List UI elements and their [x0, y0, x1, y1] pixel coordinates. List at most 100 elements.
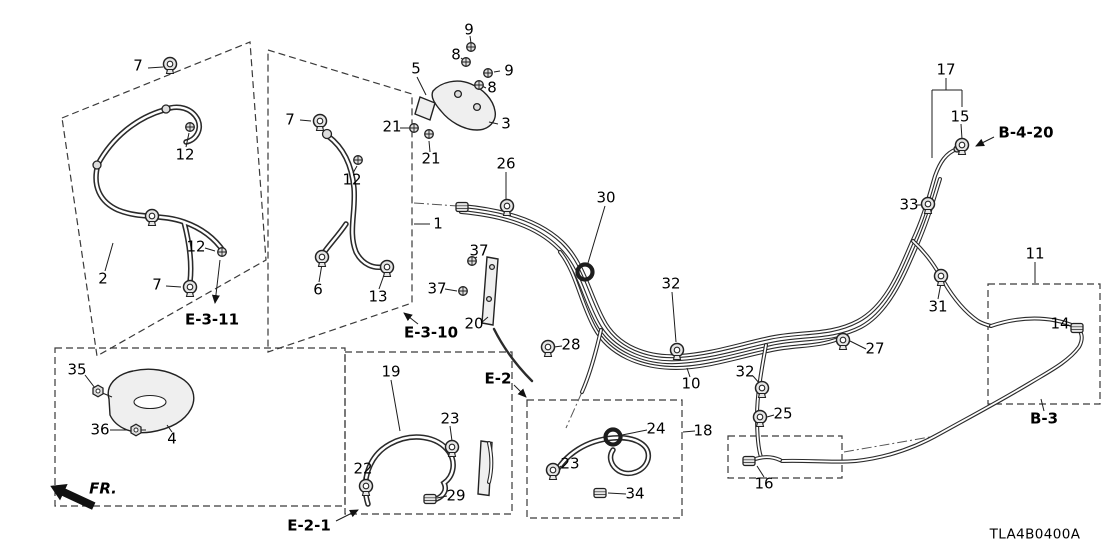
hose-2: [94, 106, 226, 284]
branch-pipe-18: [581, 329, 602, 393]
callout-4: 4: [167, 429, 177, 448]
callout-37: 37: [427, 279, 447, 298]
ref-code-e-3-11: E-3-11: [184, 310, 240, 329]
callout-8: 8: [451, 45, 461, 64]
callout-2: 2: [98, 269, 108, 288]
callout-32: 32: [735, 362, 755, 381]
fr-arrow-icon: [50, 484, 96, 510]
callout-18: 18: [693, 421, 713, 440]
ref-code-b-3: B-3: [1029, 409, 1059, 428]
nut-icon-35: [92, 384, 104, 398]
protector-4-slot: [133, 394, 167, 410]
stay-rod: [492, 327, 534, 383]
clamp-icon-27: [835, 332, 851, 351]
callout-9: 9: [464, 20, 474, 39]
dashed-box-part-18: [526, 399, 683, 519]
bolt-icon-12a: [185, 122, 195, 132]
dashed-box-part-1: [267, 49, 413, 353]
callout-37: 37: [469, 241, 489, 260]
callout-26: 26: [496, 154, 516, 173]
ref-code-b-4-20: B-4-20: [998, 123, 1054, 142]
callout-36: 36: [90, 420, 110, 439]
fuel-pipe-a: [460, 147, 959, 359]
callout-29: 29: [446, 486, 466, 505]
reference-arrows: [211, 136, 995, 522]
hose-18: [551, 436, 650, 479]
connector-icon-34: [593, 487, 607, 499]
nut-icon-36: [130, 423, 142, 437]
bracket-5-shape: [414, 96, 436, 121]
callout-22: 22: [353, 459, 373, 478]
fuel-pipe-b: [459, 177, 942, 365]
callout-30: 30: [596, 188, 616, 207]
clamp-icon-7b: [182, 279, 198, 298]
evap-pipe-11: [780, 316, 1084, 464]
bolt-icon-21a: [409, 123, 419, 133]
bracket-3-hole: [453, 89, 463, 99]
callout-21: 21: [382, 117, 402, 136]
callout-32: 32: [661, 274, 681, 293]
fuel-pipe-c: [558, 250, 840, 371]
callout-12: 12: [175, 145, 195, 164]
bolt-icon-12b: [217, 247, 227, 257]
hose-end-fitting: [92, 160, 102, 170]
callout-16: 16: [754, 474, 774, 493]
callout-19: 19: [381, 362, 401, 381]
bracket-3-hole: [472, 102, 482, 112]
clamp-icon-23b: [545, 462, 561, 481]
callout-11: 11: [1025, 244, 1045, 263]
callout-28: 28: [561, 335, 581, 354]
bracket-20-hole: [488, 263, 496, 271]
clamp-icon-7a: [162, 56, 178, 75]
bolt-icon-8b: [474, 80, 484, 90]
callout-7: 7: [152, 275, 162, 294]
ref-code-e-2-1: E-2-1: [287, 516, 331, 535]
bracket-17-lines: [931, 78, 963, 158]
callout-7: 7: [285, 110, 295, 129]
callout-13: 13: [368, 287, 388, 306]
hose-19: [362, 434, 456, 507]
bolt-icon-12c: [353, 155, 363, 165]
callout-27: 27: [865, 339, 885, 358]
callout-34: 34: [625, 484, 645, 503]
callout-7: 7: [133, 56, 143, 75]
clamp-icon-22: [358, 478, 374, 497]
bracket-20-hole: [485, 295, 493, 303]
hose-2: [93, 104, 227, 285]
clamp-icon-28: [540, 339, 556, 358]
dashed-box-part-19: [344, 351, 513, 515]
dashed-box-part-16: [727, 435, 843, 479]
callout-33: 33: [899, 195, 919, 214]
fuel-pipe-c: [559, 251, 839, 369]
phantom-lines: [413, 202, 931, 453]
callout-20: 20: [464, 314, 484, 333]
connector-icon-pipe-start: [455, 201, 469, 213]
bolt-icon-21b: [424, 129, 434, 139]
hose-end-fitting: [161, 104, 171, 114]
bolt-icon-9a: [466, 42, 476, 52]
clamp-icon-hose2: [144, 208, 160, 227]
callout-5: 5: [411, 59, 421, 78]
connector-icon-29: [423, 493, 437, 505]
callout-17: 17: [936, 60, 956, 79]
bolt-icon-8a: [461, 57, 471, 67]
bracket-3-shape: [431, 80, 496, 131]
fuel-pipe-d: [912, 240, 992, 327]
callout-3: 3: [501, 114, 511, 133]
fuel-pipe-b: [460, 178, 941, 364]
callout-14: 14: [1050, 314, 1070, 333]
clamp-icon-7c: [312, 113, 328, 132]
diagram-code: TLA4B0400A: [989, 526, 1081, 543]
clamp-icon-13: [379, 259, 395, 278]
evap-pipe-11: [781, 317, 1083, 463]
dashed-box-part-11: [987, 283, 1101, 405]
bracket-20-shape: [481, 256, 499, 326]
callout-12: 12: [186, 237, 206, 256]
callout-35: 35: [67, 360, 87, 379]
connector-icon-14: [1070, 322, 1084, 334]
callout-23: 23: [440, 409, 460, 428]
callout-1: 1: [433, 214, 443, 233]
callout-6: 6: [313, 280, 323, 299]
callout-10: 10: [681, 374, 701, 393]
